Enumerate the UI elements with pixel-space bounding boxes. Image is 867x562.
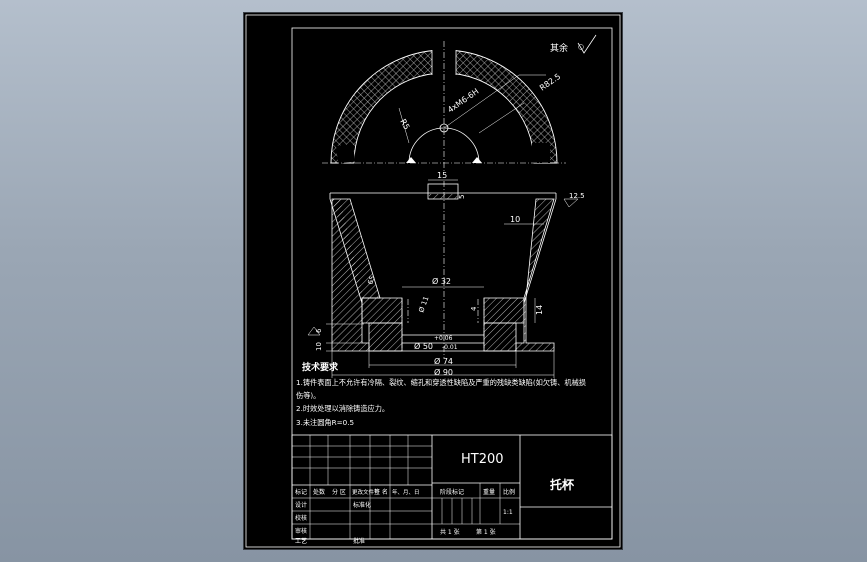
dim-bore: Ø 32 — [432, 276, 451, 286]
dim-mid-tol-lower: -0.01 — [442, 344, 458, 351]
dim-left-6: 6 — [315, 328, 323, 333]
top-view — [322, 41, 566, 173]
tb-label-change-doc: 更改文件号 — [352, 488, 380, 496]
tb-weight: 重量 — [483, 488, 495, 496]
part-name: 托杯 — [550, 477, 575, 492]
title-block — [291, 434, 613, 540]
tb-scale-label: 比例 — [503, 488, 515, 496]
dim-top-depth: 5 — [458, 195, 466, 199]
tech-req-line-2: 伤等)。 — [296, 391, 320, 400]
tb-stage-mark: 阶段标记 — [440, 488, 464, 496]
roughness-note: 其余 — [550, 42, 568, 54]
tb-sheet-no: 第 1 张 — [476, 528, 496, 536]
small-radius-label: R5 — [398, 118, 411, 132]
technical-requirements: 技术要求 1.铸件表面上不允许有冷隔、裂纹、缩孔和穿透性缺陷及严重的残缺类缺陷(… — [296, 361, 586, 427]
cad-drawing: 4xM6-6H R82.5 R5 其余 — [245, 14, 621, 548]
tech-req-line-3: 2.时效处理以消除铸造应力。 — [296, 404, 389, 413]
tech-req-heading: 技术要求 — [302, 361, 339, 373]
tb-approve: 批准 — [353, 537, 365, 545]
tb-standardization: 标准化 — [353, 501, 371, 509]
tech-req-line-1: 1.铸件表面上不允许有冷隔、裂纹、缩孔和穿透性缺陷及严重的残缺类缺陷(如欠铸、机… — [296, 378, 586, 387]
tb-label-date: 年、月、日 — [392, 488, 420, 496]
dim-top-width: 15 — [437, 171, 447, 180]
dim-height-14: 14 — [535, 305, 544, 315]
dim-74: Ø 74 — [434, 356, 453, 366]
tb-check: 校核 — [295, 514, 307, 522]
hole-spec-label: 4xM6-6H — [446, 87, 480, 115]
drawing-sheet: 4xM6-6H R82.5 R5 其余 — [244, 13, 622, 549]
tb-label-zone: 分 区 — [332, 488, 346, 496]
dim-90: Ø 90 — [434, 367, 453, 377]
dim-left-10: 10 — [315, 342, 323, 351]
dim-height-4: 4 — [470, 306, 478, 311]
tb-sheets-total: 共 1 张 — [440, 528, 460, 536]
tb-label-sign: 签 名 — [374, 488, 388, 496]
tech-req-line-4: 3.未注圆角R=0.5 — [296, 418, 354, 427]
tb-label-count: 处数 — [313, 488, 325, 496]
tb-review: 审核 — [295, 527, 307, 535]
dim-small-dia: Ø 11 — [417, 295, 430, 313]
tb-scale-value: 1:1 — [503, 509, 513, 516]
dim-mid-dia: Ø 50 — [414, 341, 433, 351]
dim-mid-tol-upper: +0.06 — [434, 335, 453, 342]
section-view — [329, 181, 557, 358]
tb-design: 设计 — [295, 501, 307, 509]
roughness-symbol — [577, 34, 597, 54]
dim-roughness-right: 12.5 — [569, 192, 585, 200]
material-label: HT200 — [461, 452, 504, 467]
dim-wall: 10 — [510, 215, 520, 224]
tb-label-mark: 标记 — [295, 488, 307, 496]
dim-angle: 65 — [366, 275, 377, 286]
outer-border — [245, 14, 621, 548]
tb-process: 工艺 — [295, 537, 307, 545]
